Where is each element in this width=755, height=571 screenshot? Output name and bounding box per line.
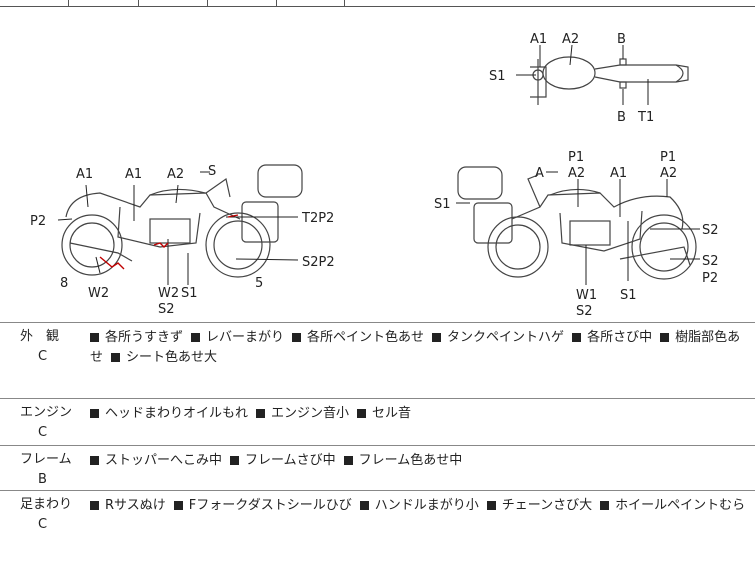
right-label: P2 [702,271,718,286]
damage-item: フレームさび中 [245,453,336,468]
bullet-square-icon [256,408,266,418]
right-label: A [535,166,544,181]
damage-item: ストッパーへこみ中 [105,453,223,468]
right-label: S1 [620,288,637,303]
bullet-square-icon [432,332,442,342]
right-label: A2 [568,166,585,181]
left-label: S1 [181,286,198,301]
top-label: A1 [530,32,547,47]
damage-item: セル音 [372,406,412,421]
left-label: A2 [167,167,184,182]
top-label: T1 [637,110,654,125]
bullet-square-icon [111,352,121,362]
bullet-square-icon [230,455,240,465]
damage-item: ハンドルまがり小 [374,498,479,513]
grade-label: C [38,349,48,364]
damage-item: エンジン音小 [271,406,350,421]
left-view-labels: A1 A1 A2 S P2 T2P2 S2P2 8 W2 W2 S1 S2 5 [30,164,335,317]
top-view-labels: A1 A2 B S1 B T1 [489,32,654,125]
right-label: P1 [660,150,676,165]
category-label: 外 観 [20,329,60,344]
motorcycle-diagram-svg: A1 A2 B S1 B T1 A1 A1 A2 S P2 T2P2 S2P2 … [30,32,719,319]
bullet-square-icon [359,500,369,510]
left-label: W2 [88,286,109,301]
previous-table-edge [0,0,755,7]
right-label: P1 [568,150,584,165]
bullet-square-icon [90,500,99,510]
left-label: 8 [60,276,68,291]
left-label: 5 [255,276,263,291]
damage-item: 各所うすきず [105,330,184,345]
left-label: A1 [125,167,142,182]
damage-item: Rサスぬけ [105,498,166,513]
damage-diagram: A1 A2 B S1 B T1 A1 A1 A2 S P2 T2P2 S2P2 … [0,7,755,322]
damage-item: 各所さび中 [587,330,653,345]
damage-item: チェーンさび大 [501,498,593,513]
damage-item: Fフォークダストシールひび [188,498,352,513]
right-label: S2 [702,254,719,269]
bullet-square-icon [292,332,302,342]
damage-item: 各所ペイント色あせ [307,330,425,345]
top-label: B [617,110,626,125]
table-row: エンジン C ヘッドまわりオイルもれ エンジン音小 セル音 [0,398,755,446]
bullet-square-icon [357,408,367,418]
left-label: S2 [158,302,175,317]
right-label: A1 [610,166,627,181]
motorcycle-left-view [61,164,303,278]
bullet-square-icon [90,455,99,465]
damage-marks [99,214,239,270]
left-label: W2 [158,286,179,301]
bullet-square-icon [191,332,201,342]
bullet-square-icon [600,500,610,510]
bullet-square-icon [343,455,353,465]
bullet-square-icon [486,500,496,510]
bullet-square-icon [572,332,582,342]
top-label: A2 [562,32,579,47]
table-row: 外 観 C 各所うすきず レバーまがり 各所ペイント色あせ タンクペイントハゲ 各所さび中… [0,322,755,399]
table-row: フレーム B ストッパーへこみ中 フレームさび中 フレーム色あせ中 [0,445,755,491]
damage-item: レバーまがり [206,330,285,345]
left-label: S [208,164,216,179]
damage-list: Rサスぬけ Fフォークダストシールひび ハンドルまがり小 チェーンさび大 ホイールペイン… [90,490,755,571]
damage-item: タンクペイントハゲ [447,330,565,345]
grade-label: C [38,517,48,532]
right-view-labels: P1 P1 A A2 A1 A2 S1 S2 W1 S1 S2 P2 S2 [434,150,719,319]
left-label: P2 [30,214,46,229]
table-row: 足まわり C Rサスぬけ Fフォークダストシールひび ハンドルまがり小 チェーンさび大 ホ… [0,490,755,571]
right-label: W1 [576,288,597,303]
damage-list: ヘッドまわりオイルもれ エンジン音小 セル音 [90,398,755,446]
damage-item: シート色あせ大 [126,350,218,365]
right-label: S2 [576,304,593,319]
damage-item: ヘッドまわりオイルもれ [105,406,249,421]
bullet-square-icon [90,408,99,418]
right-label: S2 [702,223,719,238]
bullet-square-icon [90,332,99,342]
right-label: S1 [434,197,451,212]
top-label: B [617,32,626,47]
top-label: S1 [489,69,506,84]
motorcycle-right-view [457,166,697,280]
category-label: エンジン [20,405,73,420]
bullet-square-icon [660,332,670,342]
category-label: フレーム [20,452,72,467]
damage-item: フレーム色あせ中 [358,453,463,468]
damage-list: 各所うすきず レバーまがり 各所ペイント色あせ タンクペイントハゲ 各所さび中樹脂部色あ… [90,322,755,399]
left-label: T2P2 [301,211,334,226]
category-label: 足まわり [20,497,73,512]
left-label: S2P2 [302,255,335,270]
damage-item: ホイールペイントむら [615,498,746,513]
grade-label: C [38,425,48,440]
damage-item: 樹脂部色あせ [90,330,741,365]
motorcycle-top-view [530,56,689,105]
damage-list: ストッパーへこみ中 フレームさび中 フレーム色あせ中 [90,445,755,491]
grade-label: B [38,472,47,487]
bullet-square-icon [173,500,183,510]
left-label: A1 [76,167,93,182]
condition-report-table: 外 観 C 各所うすきず レバーまがり 各所ペイント色あせ タンクペイントハゲ 各所さび中… [0,322,755,571]
right-label: A2 [660,166,677,181]
